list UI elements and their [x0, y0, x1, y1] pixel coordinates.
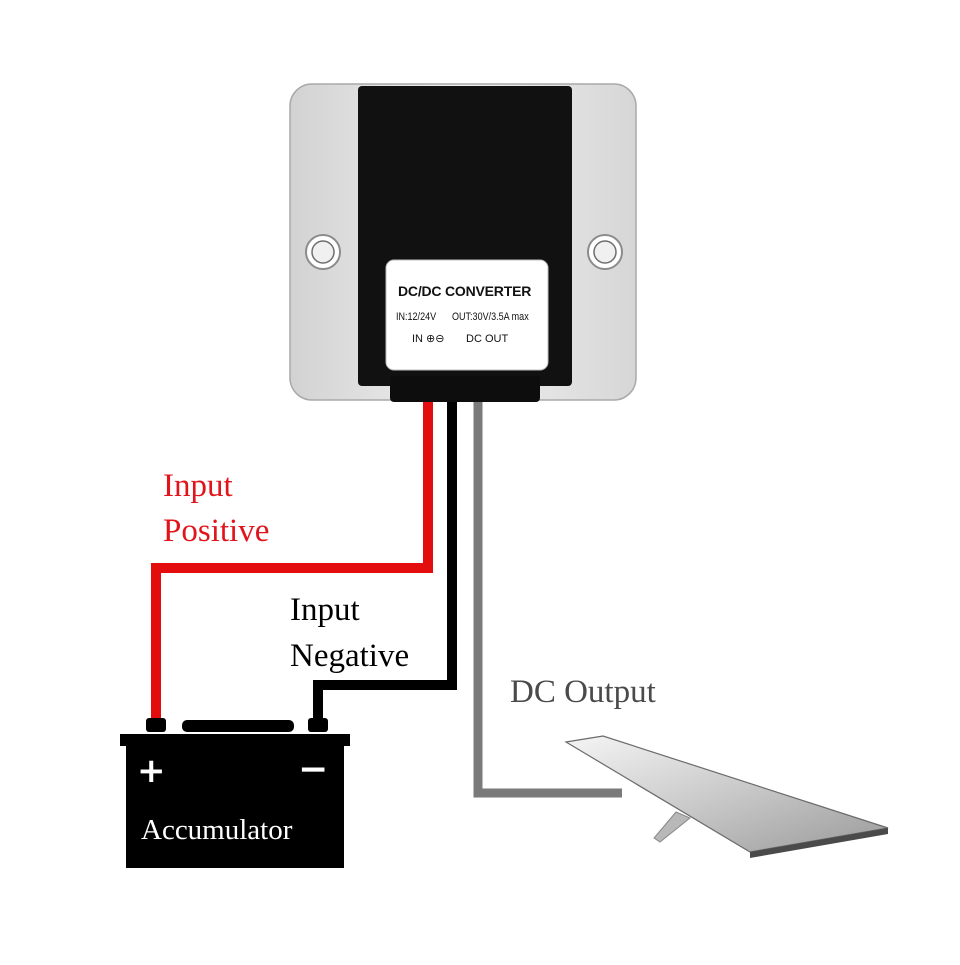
wires	[151, 392, 622, 798]
battery-terminal-negative	[308, 718, 328, 732]
converter-input-spec: IN:12/24V	[396, 311, 437, 323]
positive-wire	[151, 392, 433, 722]
dc-output-label: DC Output	[510, 674, 656, 710]
mount-hole-right-inner	[593, 240, 617, 264]
input-negative-label-line1: Input	[290, 592, 360, 628]
mount-hole-left-inner	[311, 240, 335, 264]
battery-lid	[120, 734, 350, 746]
battery-label: Accumulator	[141, 814, 293, 846]
panel-stand	[653, 811, 691, 843]
battery-negative-symbol: −	[298, 749, 329, 790]
converter-dc-out: DC OUT	[466, 333, 509, 345]
spec-label-card	[385, 259, 549, 371]
converter-title: DC/DC CONVERTER	[398, 283, 532, 299]
dc-dc-converter-icon	[289, 83, 637, 402]
input-positive-label-line1: Input	[163, 468, 233, 504]
battery-icon	[120, 718, 350, 868]
input-negative-label-line2: Negative	[290, 638, 410, 674]
battery-top-bar	[182, 720, 294, 732]
converter-in-polarity: IN ⊕⊖	[412, 333, 445, 345]
battery-positive-symbol: +	[137, 751, 166, 791]
converter-output-spec: OUT:30V/3.5A max	[452, 311, 529, 323]
panel-device-icon	[564, 735, 889, 858]
battery-terminal-positive	[146, 718, 166, 732]
cable-gland	[390, 376, 540, 402]
output-wire	[473, 392, 622, 798]
negative-wire	[313, 392, 457, 722]
input-positive-label-line2: Positive	[163, 513, 270, 549]
panel-edge	[750, 828, 888, 858]
battery-body	[126, 746, 344, 868]
